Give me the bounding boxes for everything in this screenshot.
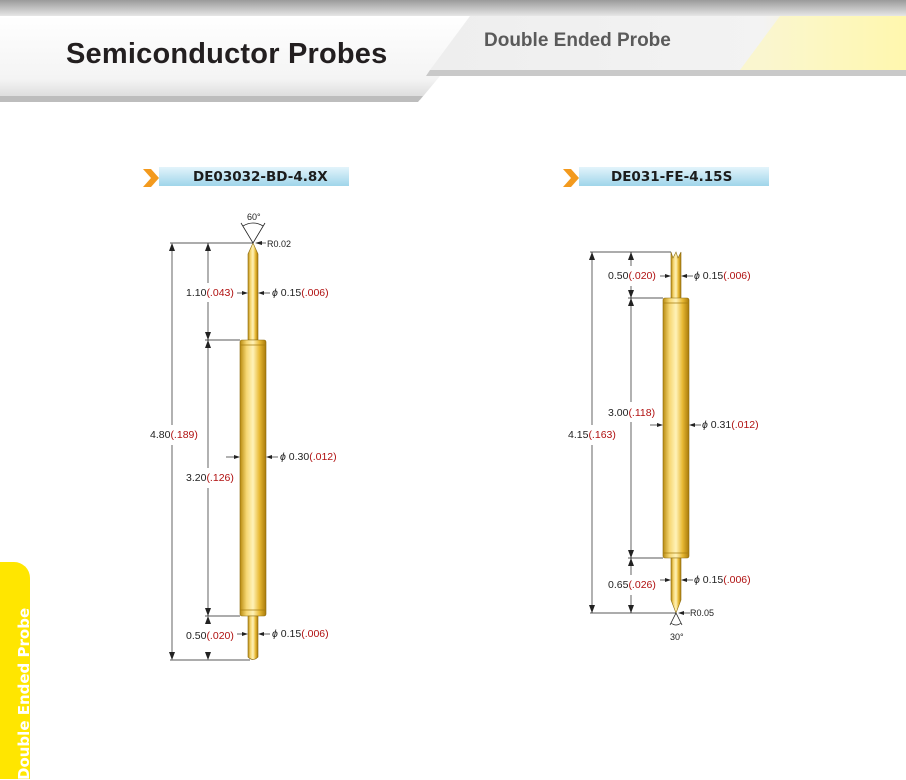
dim-inch: (.020) <box>628 270 656 282</box>
dim-inch: (.006) <box>301 287 329 299</box>
dim-inch: (.126) <box>206 472 234 484</box>
diameter-symbol: ϕ <box>694 574 700 586</box>
part-label-1: DE03032-BD-4.8X <box>141 166 351 188</box>
dim-mm: 1.10 <box>186 287 207 299</box>
barrel-length-label: 3.20(.126) <box>186 472 234 484</box>
dim-inch: (.118) <box>628 407 656 419</box>
lower-diameter-label: ϕ 0.15(.006) <box>272 628 329 640</box>
dim-mm: 0.50 <box>608 270 629 282</box>
dim-mm: 0.15 <box>280 287 302 299</box>
lower-length-label: 0.50(.020) <box>186 630 234 642</box>
part-number: DE03032-BD-4.8X <box>193 169 328 185</box>
dim-mm: 0.30 <box>288 451 310 463</box>
diameter-symbol: ϕ <box>272 628 278 640</box>
diameter-symbol: ϕ <box>694 270 700 282</box>
dim-inch: (.012) <box>731 419 759 431</box>
chevron-right-icon <box>563 169 579 187</box>
diameter-symbol: ϕ <box>702 419 708 431</box>
tip-angle-label: 60° <box>247 212 261 222</box>
dim-mm: 4.15 <box>568 429 589 441</box>
section-subtitle: Double Ended Probe <box>484 30 671 51</box>
part-label-bar <box>579 167 769 186</box>
barrel-diameter-label: ϕ 0.30(.012) <box>280 451 337 463</box>
upper-diameter-label: ϕ 0.15(.006) <box>694 270 751 282</box>
total-length-label: 4.80(.189) <box>150 429 198 441</box>
dim-mm: 0.50 <box>186 630 207 642</box>
tip-radius-label: R0.02 <box>267 239 292 249</box>
dim-inch: (.020) <box>206 630 234 642</box>
part-label-2: DE031-FE-4.15S <box>561 166 771 188</box>
dim-inch: (.189) <box>170 429 198 441</box>
chevron-right-icon <box>143 169 159 187</box>
dim-inch: (.026) <box>628 579 656 591</box>
dim-inch: (.006) <box>723 574 751 586</box>
total-length-label: 4.15(.163) <box>568 429 616 441</box>
dim-inch: (.012) <box>309 451 337 463</box>
dim-mm: 0.31 <box>710 419 732 431</box>
dim-mm: 3.20 <box>186 472 207 484</box>
part-label-bar <box>159 167 349 186</box>
barrel-diameter-label: ϕ 0.31(.012) <box>702 419 759 431</box>
dim-inch: (.043) <box>206 287 234 299</box>
tip-angle-label: 30° <box>670 632 684 642</box>
dim-mm: 3.00 <box>608 407 629 419</box>
part-number: DE031-FE-4.15S <box>611 169 733 185</box>
upper-length-label: 1.10(.043) <box>186 287 234 299</box>
barrel-length-label: 3.00(.118) <box>608 407 655 419</box>
dim-mm: 0.15 <box>702 270 724 282</box>
diameter-symbol: ϕ <box>280 451 286 463</box>
dim-inch: (.163) <box>588 429 616 441</box>
upper-diameter-label: ϕ 0.15(.006) <box>272 287 329 299</box>
probe-2-drawing <box>589 251 701 626</box>
header-graphic <box>0 0 906 102</box>
lower-diameter-label: ϕ 0.15(.006) <box>694 574 751 586</box>
page-title: Semiconductor Probes <box>66 38 388 70</box>
tip-radius-label: R0.05 <box>690 608 715 618</box>
dim-inch: (.006) <box>723 270 751 282</box>
dim-mm: 0.65 <box>608 579 629 591</box>
dim-mm: 4.80 <box>150 429 171 441</box>
upper-length-label: 0.50(.020) <box>608 270 656 282</box>
probe-1-drawing <box>169 222 278 661</box>
side-category-tab <box>0 562 30 779</box>
diameter-symbol: ϕ <box>272 287 278 299</box>
header-banner: Semiconductor Probes Double Ended Probe <box>0 0 906 110</box>
lower-length-label: 0.65(.026) <box>608 579 656 591</box>
dim-mm: 0.15 <box>702 574 724 586</box>
dim-mm: 0.15 <box>280 628 302 640</box>
dim-inch: (.006) <box>301 628 329 640</box>
